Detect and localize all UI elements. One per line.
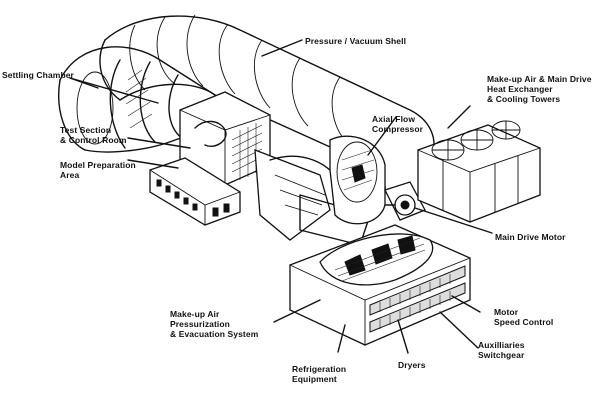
label-refrigeration: Refrigeration Equipment xyxy=(292,364,347,384)
main-drive-motor xyxy=(384,181,426,221)
model-prep-building xyxy=(149,157,241,226)
label-makeup-drive: Make-up Air & Main Drive Heat Exchanger … xyxy=(487,74,592,104)
cooling-towers xyxy=(417,120,541,223)
axial-compressor xyxy=(329,135,386,225)
label-test-section: Test Section & Control Room xyxy=(60,125,127,145)
label-motor-speed: Motor Speed Control xyxy=(494,307,554,327)
label-model-prep: Model Preparation Area xyxy=(60,160,136,180)
label-settling-chamber: Settling Chamber xyxy=(2,70,74,80)
label-makeup-air: Make-up Air Pressurization & Evacuation … xyxy=(170,309,259,339)
leader-lines xyxy=(69,39,493,354)
label-pressure-shell: Pressure / Vacuum Shell xyxy=(305,36,407,46)
label-axial-compressor: Axial Flow Compressor xyxy=(372,114,424,134)
label-auxiliaries: Auxilliaries Switchgear xyxy=(478,340,525,360)
settling-chamber xyxy=(58,46,216,153)
equipment-building xyxy=(289,224,471,346)
label-main-drive-motor: Main Drive Motor xyxy=(495,232,566,242)
label-dryers: Dryers xyxy=(398,360,426,370)
